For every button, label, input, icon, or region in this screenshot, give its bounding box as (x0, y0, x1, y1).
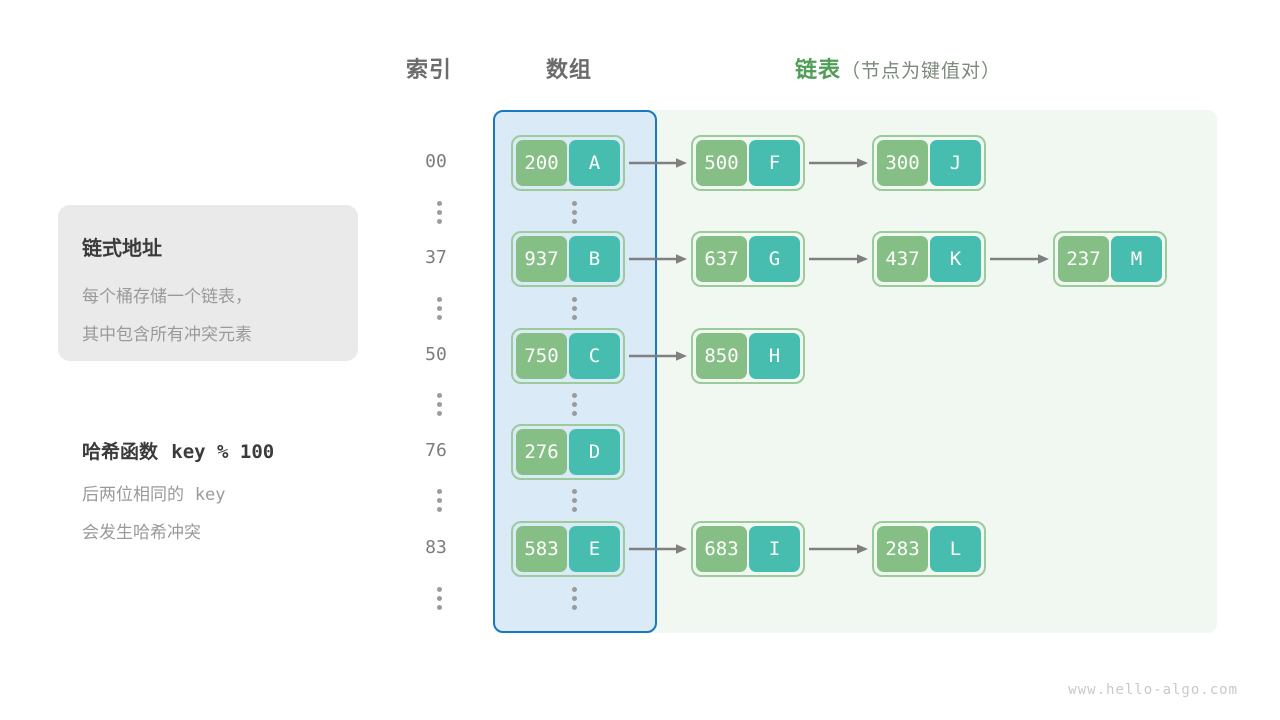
next-pointer-arrow (809, 157, 868, 169)
index-label: 37 (425, 247, 447, 268)
kv-node-value: J (930, 140, 981, 186)
hash-function-title: 哈希函数 key % 100 (82, 437, 274, 464)
array-ellipsis (569, 489, 579, 512)
kv-node-value: I (749, 526, 800, 572)
kv-node-key: 283 (877, 526, 928, 572)
header-index: 索引 (406, 58, 453, 83)
next-pointer-arrow (629, 157, 687, 169)
kv-node-key: 437 (877, 236, 928, 282)
kv-node-value: F (749, 140, 800, 186)
kv-node-value: C (569, 333, 620, 379)
kv-node-value: G (749, 236, 800, 282)
header-array: 数组 (546, 58, 593, 83)
info-card-line-2: 其中包含所有冲突元素 (82, 325, 252, 345)
header-linked-list: 链表（节点为键值对） (795, 52, 1001, 84)
kv-node-value: H (749, 333, 800, 379)
kv-node-value: E (569, 526, 620, 572)
info-card (58, 205, 358, 361)
array-ellipsis (569, 393, 579, 416)
info-card-line-1: 每个桶存储一个链表， (82, 287, 252, 307)
kv-node-value: B (569, 236, 620, 282)
index-ellipsis (434, 587, 444, 610)
kv-node-key: 750 (516, 333, 567, 379)
header-linked-list-main: 链表 (795, 58, 842, 83)
kv-node-value: K (930, 236, 981, 282)
next-pointer-arrow (809, 253, 868, 265)
info-card-title: 链式地址 (82, 236, 162, 260)
hash-note-line-1-text: 后两位相同的 (82, 485, 184, 505)
kv-node-value: A (569, 140, 620, 186)
index-label: 76 (425, 440, 447, 461)
hash-note-line-2: 会发生哈希冲突 (82, 523, 201, 543)
kv-node-key: 500 (696, 140, 747, 186)
next-pointer-arrow (629, 543, 687, 555)
kv-node-key: 683 (696, 526, 747, 572)
kv-node-key: 237 (1058, 236, 1109, 282)
array-ellipsis (569, 201, 579, 224)
kv-node-value: D (569, 429, 620, 475)
array-ellipsis (569, 297, 579, 320)
kv-node-key: 637 (696, 236, 747, 282)
header-linked-list-sub: （节点为键值对） (841, 60, 1002, 82)
kv-node-key: 276 (516, 429, 567, 475)
index-ellipsis (434, 201, 444, 224)
hash-function-formula: key % 100 (171, 441, 275, 463)
next-pointer-arrow (809, 543, 868, 555)
index-ellipsis (434, 393, 444, 416)
array-ellipsis (569, 587, 579, 610)
kv-node-key: 200 (516, 140, 567, 186)
index-label: 00 (425, 151, 447, 172)
next-pointer-arrow (990, 253, 1049, 265)
hash-note-line-1-key: key (194, 485, 226, 505)
kv-node-key: 583 (516, 526, 567, 572)
index-ellipsis (434, 297, 444, 320)
index-label: 50 (425, 344, 447, 365)
index-label: 83 (425, 537, 447, 558)
hash-function-label: 哈希函数 (82, 441, 159, 463)
index-ellipsis (434, 489, 444, 512)
kv-node-key: 300 (877, 140, 928, 186)
kv-node-value: M (1111, 236, 1162, 282)
hash-note-line-1: 后两位相同的 key (82, 480, 226, 505)
watermark: www.hello-algo.com (1068, 682, 1238, 698)
kv-node-key: 850 (696, 333, 747, 379)
next-pointer-arrow (629, 253, 687, 265)
kv-node-value: L (930, 526, 981, 572)
kv-node-key: 937 (516, 236, 567, 282)
next-pointer-arrow (629, 350, 687, 362)
